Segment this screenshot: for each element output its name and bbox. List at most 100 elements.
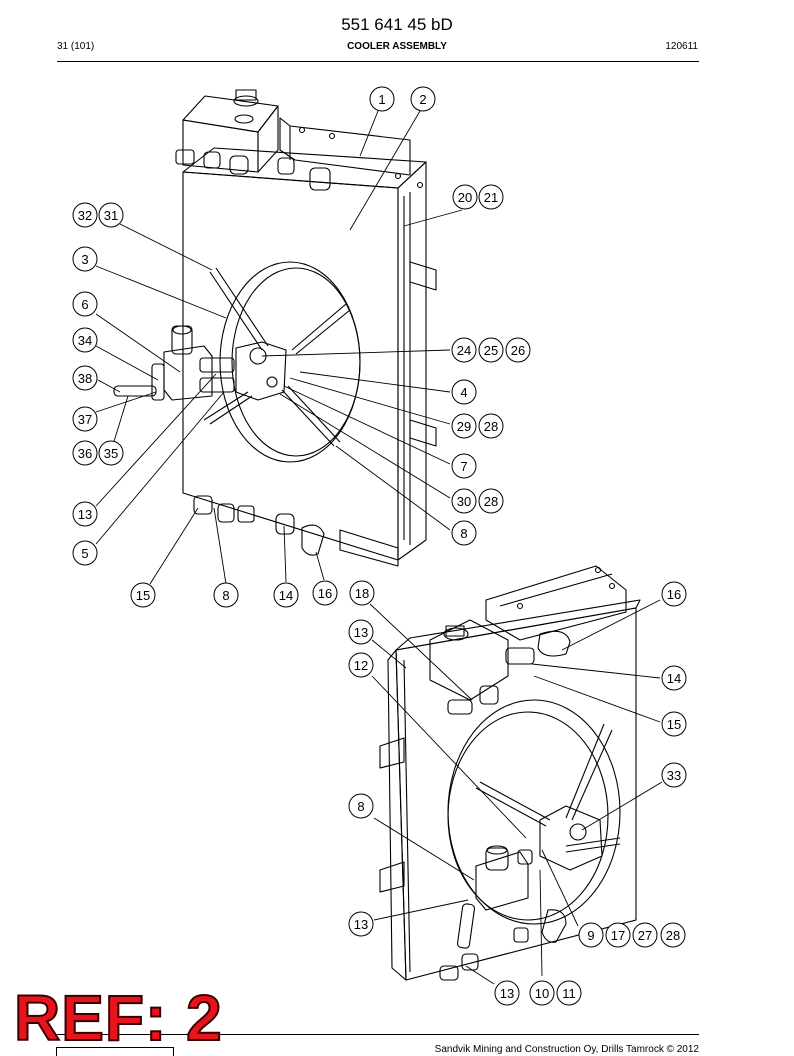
callout-12: 12 [348, 652, 374, 678]
leader-lines [95, 110, 663, 985]
callout-bubbles: 1 2 20 21 32 31 3 6 34 38 37 36 35 24 25… [72, 86, 687, 1006]
callout-8: 8 [451, 520, 477, 546]
callout-34: 34 [72, 327, 98, 353]
callout-24: 24 [451, 337, 477, 363]
svg-text:3: 3 [81, 252, 88, 267]
svg-text:38: 38 [78, 371, 92, 386]
svg-text:13: 13 [78, 507, 92, 522]
document-code: 120611 [665, 41, 698, 52]
svg-text:30: 30 [457, 494, 471, 509]
svg-text:9: 9 [587, 928, 594, 943]
callout-32: 32 [72, 202, 98, 228]
svg-text:15: 15 [667, 717, 681, 732]
callout-9: 9 [578, 922, 604, 948]
svg-text:12: 12 [354, 658, 368, 673]
callout-27: 27 [632, 922, 658, 948]
svg-text:15: 15 [136, 588, 150, 603]
callout-13: 13 [494, 980, 520, 1006]
callout-33: 33 [661, 762, 687, 788]
svg-text:14: 14 [279, 588, 293, 603]
copyright-footer: Sandvik Mining and Construction Oy, Dril… [434, 1044, 699, 1055]
svg-text:2: 2 [419, 92, 426, 107]
svg-text:36: 36 [78, 446, 92, 461]
upper-radiator-side [397, 161, 427, 561]
svg-text:31: 31 [104, 208, 118, 223]
callout-11: 11 [556, 980, 582, 1006]
svg-text:10: 10 [535, 986, 549, 1001]
callout-35: 35 [98, 440, 124, 466]
sandvik-logo [56, 1047, 174, 1056]
svg-text:18: 18 [355, 586, 369, 601]
svg-text:29: 29 [457, 419, 471, 434]
page-number: 31 (101) [57, 41, 95, 52]
callout-25: 25 [478, 337, 504, 363]
callout-16: 16 [661, 581, 687, 607]
callout-13: 13 [348, 911, 374, 937]
callout-28: 28 [478, 488, 504, 514]
callout-26: 26 [505, 337, 531, 363]
callout-14: 14 [273, 582, 299, 608]
svg-text:4: 4 [460, 385, 467, 400]
svg-text:8: 8 [222, 588, 229, 603]
callout-4: 4 [451, 379, 477, 405]
document-number: 551 641 45 bD [341, 15, 453, 34]
callout-13: 13 [348, 619, 374, 645]
callout-6: 6 [72, 291, 98, 317]
svg-text:27: 27 [638, 928, 652, 943]
svg-text:28: 28 [666, 928, 680, 943]
svg-text:7: 7 [460, 459, 467, 474]
callout-37: 37 [72, 406, 98, 432]
callout-28: 28 [478, 413, 504, 439]
svg-text:13: 13 [500, 986, 514, 1001]
svg-text:13: 13 [354, 917, 368, 932]
callout-29: 29 [451, 413, 477, 439]
callout-7: 7 [451, 453, 477, 479]
callout-13: 13 [72, 501, 98, 527]
svg-text:33: 33 [667, 768, 681, 783]
svg-text:16: 16 [667, 587, 681, 602]
callout-3: 3 [72, 246, 98, 272]
svg-text:13: 13 [354, 625, 368, 640]
svg-text:20: 20 [458, 190, 472, 205]
svg-text:25: 25 [484, 343, 498, 358]
svg-text:6: 6 [81, 297, 88, 312]
svg-text:26: 26 [511, 343, 525, 358]
callout-8: 8 [213, 582, 239, 608]
svg-text:1: 1 [378, 92, 385, 107]
callout-18: 18 [349, 580, 375, 606]
svg-text:8: 8 [357, 799, 364, 814]
header-rule [57, 61, 699, 62]
lower-fan-disc [447, 699, 621, 925]
svg-text:11: 11 [562, 986, 576, 1001]
callout-30: 30 [451, 488, 477, 514]
callout-38: 38 [72, 365, 98, 391]
svg-text:8: 8 [460, 526, 467, 541]
svg-text:17: 17 [611, 928, 625, 943]
callout-10: 10 [529, 980, 555, 1006]
svg-text:16: 16 [318, 586, 332, 601]
svg-text:5: 5 [81, 546, 88, 561]
callout-1: 1 [369, 86, 395, 112]
callout-21: 21 [478, 184, 504, 210]
ref-stamp: REF: 2 [13, 982, 223, 1054]
section-title: COOLER ASSEMBLY [347, 41, 447, 52]
footer-rule [57, 1034, 699, 1035]
upper-radiator-front [182, 171, 399, 561]
lower-cooler-view [379, 565, 641, 981]
svg-text:14: 14 [667, 671, 681, 686]
callout-2: 2 [410, 86, 436, 112]
svg-text:24: 24 [457, 343, 471, 358]
callout-17: 17 [605, 922, 631, 948]
svg-text:21: 21 [484, 190, 498, 205]
svg-text:28: 28 [484, 419, 498, 434]
callout-36: 36 [72, 440, 98, 466]
callout-16: 16 [312, 580, 338, 606]
callout-8: 8 [348, 793, 374, 819]
svg-text:34: 34 [78, 333, 92, 348]
callout-15: 15 [130, 582, 156, 608]
callout-5: 5 [72, 540, 98, 566]
upper-cooler-view [113, 89, 437, 567]
callout-28: 28 [660, 922, 686, 948]
callout-15: 15 [661, 711, 687, 737]
